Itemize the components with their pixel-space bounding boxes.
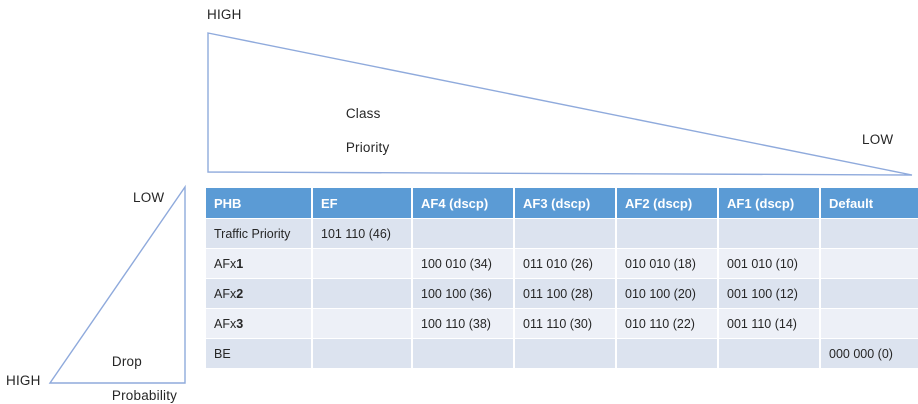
cell-default (821, 249, 918, 278)
drop-probability-wedge-shape (48, 184, 186, 384)
class-priority-caption-line1: Class (345, 106, 381, 121)
cell-ef (313, 309, 411, 338)
drop-probability-caption-line1: Drop (111, 354, 142, 369)
cell-af4 (413, 219, 513, 248)
column-header-ef: EF (313, 188, 411, 218)
class-priority-caption: Class Priority (330, 88, 389, 173)
cell-af2: 010 010 (18) (617, 249, 717, 278)
column-header-af1: AF1 (dscp) (719, 188, 819, 218)
row-label-prefix: Traffic Priority (214, 226, 291, 241)
cell-af4: 100 110 (38) (413, 309, 513, 338)
table-header-row: PHB EF AF4 (dscp) AF3 (dscp) AF2 (dscp) … (206, 188, 918, 218)
cell-af1: 001 010 (10) (719, 249, 819, 278)
cell-af1 (719, 339, 819, 368)
cell-af3: 011 010 (26) (515, 249, 615, 278)
table-row: BE 000 000 (0) (206, 339, 918, 368)
class-priority-high-label: HIGH (207, 7, 242, 22)
row-label: Traffic Priority (206, 219, 311, 248)
row-label: BE (206, 339, 311, 368)
dscp-marking-table: PHB EF AF4 (dscp) AF3 (dscp) AF2 (dscp) … (204, 187, 918, 369)
row-label-prefix: BE (214, 346, 231, 361)
column-header-af3: AF3 (dscp) (515, 188, 615, 218)
drop-probability-caption-line2: Probability (111, 388, 178, 403)
row-label-prefix: AFx (214, 286, 237, 301)
row-label-prefix: AFx (214, 316, 237, 331)
row-label: AFx1 (206, 249, 311, 278)
cell-default (821, 279, 918, 308)
drop-probability-diagram (0, 180, 204, 400)
class-priority-wedge-shape (207, 32, 913, 176)
drop-probability-caption: Drop Probability (104, 336, 177, 404)
table-row: Traffic Priority 101 110 (46) (206, 219, 918, 248)
cell-af1: 001 100 (12) (719, 279, 819, 308)
row-label-digit: 2 (236, 286, 244, 301)
cell-af1 (719, 219, 819, 248)
table-row: AFx1 100 010 (34) 011 010 (26) 010 010 (… (206, 249, 918, 278)
class-priority-triangle (207, 32, 913, 176)
cell-af2 (617, 339, 717, 368)
cell-af4: 100 100 (36) (413, 279, 513, 308)
cell-af3: 011 100 (28) (515, 279, 615, 308)
class-priority-low-label: LOW (862, 132, 894, 147)
column-header-default: Default (821, 188, 918, 218)
class-priority-diagram: HIGH LOW Class Priority (0, 0, 918, 190)
class-priority-caption-line2: Priority (345, 140, 390, 155)
row-label-digit: 3 (236, 316, 244, 331)
row-label: AFx2 (206, 279, 311, 308)
cell-af2: 010 100 (20) (617, 279, 717, 308)
drop-probability-low-label: LOW (133, 190, 165, 205)
cell-af3 (515, 219, 615, 248)
cell-af4 (413, 339, 513, 368)
cell-ef (313, 279, 411, 308)
cell-default (821, 219, 918, 248)
column-header-af2: AF2 (dscp) (617, 188, 717, 218)
cell-af3: 011 110 (30) (515, 309, 615, 338)
cell-default: 000 000 (0) (821, 339, 918, 368)
drop-probability-high-label: HIGH (6, 373, 41, 388)
table-row: AFx2 100 100 (36) 011 100 (28) 010 100 (… (206, 279, 918, 308)
cell-ef: 101 110 (46) (313, 219, 411, 248)
cell-ef (313, 339, 411, 368)
row-label-digit: 1 (236, 256, 244, 271)
column-header-phb: PHB (206, 188, 311, 218)
cell-ef (313, 249, 411, 278)
cell-af2: 010 110 (22) (617, 309, 717, 338)
cell-af3 (515, 339, 615, 368)
cell-default (821, 309, 918, 338)
cell-af2 (617, 219, 717, 248)
drop-probability-triangle (48, 184, 186, 384)
row-label-prefix: AFx (214, 256, 237, 271)
row-label: AFx3 (206, 309, 311, 338)
column-header-af4: AF4 (dscp) (413, 188, 513, 218)
table-row: AFx3 100 110 (38) 011 110 (30) 010 110 (… (206, 309, 918, 338)
cell-af1: 001 110 (14) (719, 309, 819, 338)
cell-af4: 100 010 (34) (413, 249, 513, 278)
